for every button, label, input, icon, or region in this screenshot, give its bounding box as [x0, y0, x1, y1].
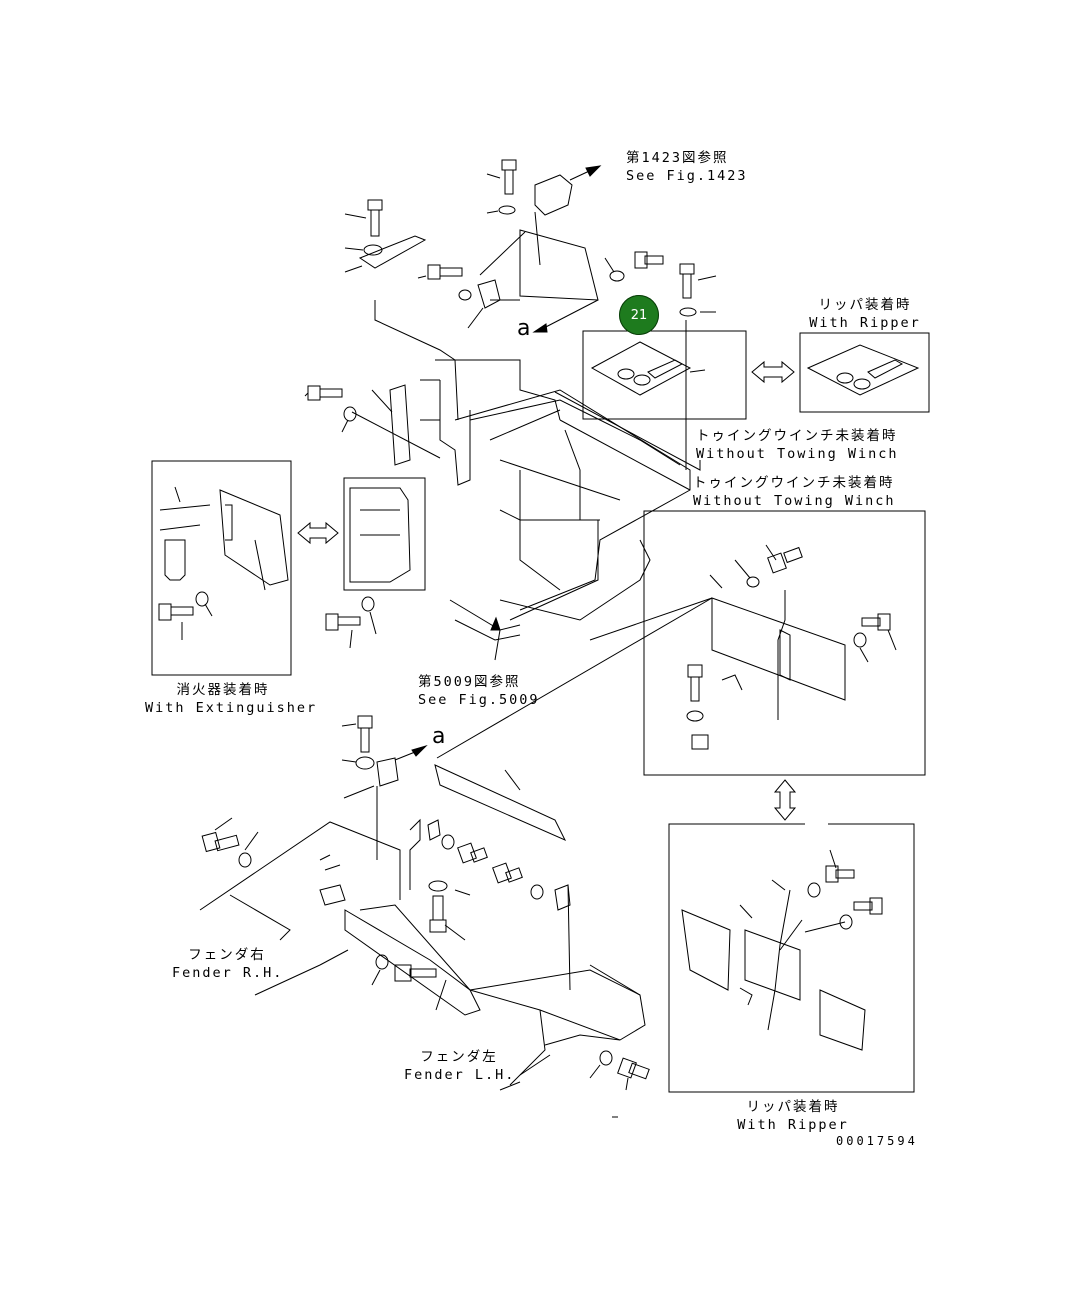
label-see-fig-5009: 第5009図参照 See Fig.5009 — [418, 673, 540, 709]
reference-letter-a-top: a — [517, 316, 531, 341]
label-fender-lh: フェンダ左 Fender L.H. — [404, 1048, 514, 1084]
leader-lines — [436, 597, 846, 933]
label-see-fig-1423-en: See Fig.1423 — [626, 168, 748, 184]
label-without-winch-middle-en: Without Towing Winch — [693, 493, 896, 509]
label-with-extinguisher-en: With Extinguisher — [145, 700, 318, 716]
label-with-ripper-top-jp: リッパ装着時 — [818, 297, 912, 313]
label-fender-rh-en: Fender R.H. — [172, 965, 284, 981]
label-see-fig-5009-en: See Fig.5009 — [418, 692, 540, 708]
label-fender-rh: フェンダ右 Fender R.H. — [172, 946, 282, 982]
double-arrows — [297, 360, 797, 821]
center-panel-box — [325, 477, 426, 649]
label-with-extinguisher-jp: 消火器装着時 — [176, 682, 270, 698]
label-with-ripper-bottom-jp: リッパ装着時 — [746, 1099, 840, 1115]
left-frame-hardware — [304, 384, 441, 466]
label-without-winch-top-en: Without Towing Winch — [696, 446, 899, 462]
label-fender-rh-jp: フェンダ右 — [188, 947, 266, 963]
callout-21[interactable]: 21 — [619, 295, 659, 335]
ripper-box-top — [799, 332, 930, 413]
label-see-fig-1423-jp: 第1423図参照 — [626, 150, 729, 166]
label-with-extinguisher: 消火器装着時 With Extinguisher — [145, 681, 318, 717]
label-with-ripper-top-en: With Ripper — [809, 315, 921, 331]
fender-assembly — [199, 715, 650, 1118]
document-number: 00017594 — [836, 1134, 918, 1148]
label-with-ripper-bottom: リッパ装着時 With Ripper — [734, 1098, 852, 1134]
label-without-winch-middle-jp: トゥイングウインチ未装着時 — [693, 475, 895, 491]
reference-letter-a-bottom: a — [432, 724, 446, 749]
label-fender-lh-jp: フェンダ左 — [420, 1049, 498, 1065]
label-see-fig-1423: 第1423図参照 See Fig.1423 — [626, 149, 748, 185]
ripper-box-bottom — [668, 823, 915, 1093]
extinguisher-box — [151, 460, 292, 676]
label-without-winch-top-jp: トゥイングウインチ未装着時 — [696, 428, 898, 444]
towing-winch-box-top — [582, 330, 747, 420]
main-frame — [374, 300, 701, 661]
label-without-winch-top: トゥイングウインチ未装着時 Without Towing Winch — [696, 427, 899, 463]
label-without-winch-middle: トゥイングウインチ未装着時 Without Towing Winch — [693, 474, 896, 510]
label-with-ripper-top: リッパ装着時 With Ripper — [806, 296, 924, 332]
label-see-fig-5009-jp: 第5009図参照 — [418, 674, 521, 690]
label-fender-lh-en: Fender L.H. — [404, 1067, 516, 1083]
towing-winch-box-middle — [643, 510, 926, 776]
top-bracket-hardware — [344, 159, 717, 333]
label-with-ripper-bottom-en: With Ripper — [737, 1117, 849, 1133]
